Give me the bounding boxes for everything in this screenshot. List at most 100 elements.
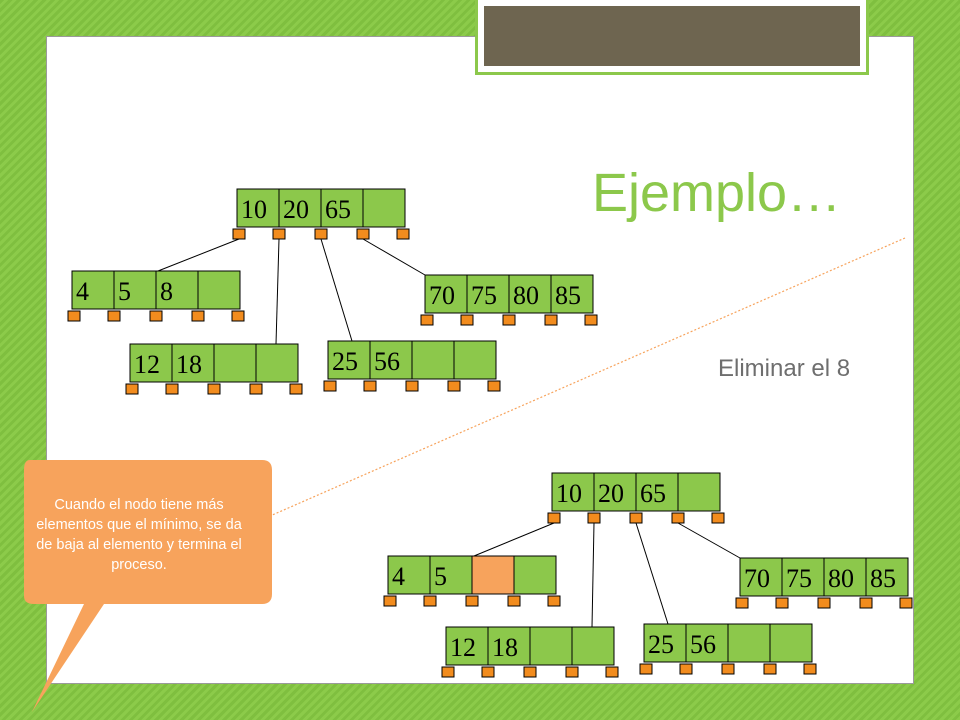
after-child-2-pointer-3 (763, 663, 777, 675)
after-child-1-pointer-3 (565, 666, 579, 678)
after-child-3-key-1: 75 (786, 564, 812, 593)
before-child-1-pointer-2 (207, 383, 221, 395)
page-title: Ejemplo… (592, 163, 842, 223)
before-child-0-pointer-4 (231, 310, 245, 322)
before-child-3-cell-3 (550, 274, 594, 314)
before-child-2-pointer-4 (487, 380, 501, 392)
before-root-key-1: 20 (283, 195, 309, 224)
after-child-3-key-3: 85 (870, 564, 896, 593)
after-child-1-pointer-0 (441, 666, 455, 678)
subtitle-eliminar: Eliminar el 8 (718, 355, 851, 382)
after-root-key-1: 20 (598, 479, 624, 508)
before-child-1-cell-0 (129, 343, 173, 383)
before-child-0-pointer-0 (67, 310, 81, 322)
after-child-0-pointer-1 (423, 595, 437, 607)
before-root-key-2: 65 (325, 195, 351, 224)
after-child-3-cell-2 (823, 557, 867, 597)
after-child-1-cell-2 (529, 626, 573, 666)
before-child-2-cell-3 (453, 340, 497, 380)
after-child-1-cell-1 (487, 626, 531, 666)
after-root-cell-0 (551, 472, 595, 512)
after-root-pointer-1 (587, 512, 601, 524)
before-child-1-pointer-1 (165, 383, 179, 395)
after-child-0-pointer-3 (507, 595, 521, 607)
after-child-2-cell-1 (685, 623, 729, 663)
before-edge-1 (275, 238, 280, 345)
after-child-0-pointer-4 (547, 595, 561, 607)
after-child-0-pointer-0 (383, 595, 397, 607)
after-root-key-0: 10 (556, 479, 582, 508)
after-child-3-pointer-0 (735, 597, 749, 609)
after-child-1-pointer-4 (605, 666, 619, 678)
after-child-2-pointer-0 (639, 663, 653, 675)
before-child-0-key-2: 8 (160, 277, 173, 306)
before-child-2-pointer-2 (405, 380, 419, 392)
after-edges (473, 522, 741, 628)
after-child-0-cell-2 (471, 555, 515, 595)
before-child-2-key-1: 56 (374, 347, 400, 376)
before-root-pointer-3 (356, 228, 370, 240)
before-child-3-key-0: 70 (429, 281, 455, 310)
after-child-3-key-2: 80 (828, 564, 854, 593)
before-child-3-key-1: 75 (471, 281, 497, 310)
before-child-0-pointer-1 (107, 310, 121, 322)
after-child-0-cell-0 (387, 555, 431, 595)
before-child-0-pointer-3 (191, 310, 205, 322)
after-root-cell-3 (677, 472, 721, 512)
after-child-1-key-1: 18 (492, 633, 518, 662)
after-child-2-cell-0 (643, 623, 687, 663)
callout-bubble (24, 460, 272, 712)
before-child-3-key-2: 80 (513, 281, 539, 310)
before-root-cell-2 (320, 188, 364, 228)
after-child-0-cell-3 (513, 555, 557, 595)
after-child-3-cell-0 (739, 557, 783, 597)
after-child-1-pointer-1 (481, 666, 495, 678)
before-child-0-cell-3 (197, 270, 241, 310)
before-edges (157, 238, 426, 345)
after-root-pointer-4 (711, 512, 725, 524)
after-child-2-pointer-2 (721, 663, 735, 675)
before-child-1-pointer-0 (125, 383, 139, 395)
before-child-1-cell-3 (255, 343, 299, 383)
after-child-3-cell-3 (865, 557, 909, 597)
before-edge-3 (362, 238, 426, 276)
after-root-key-2: 65 (640, 479, 666, 508)
after-child-3-pointer-2 (817, 597, 831, 609)
title-tab-decoration (475, 0, 869, 75)
before-child-1-key-0: 12 (134, 350, 160, 379)
after-child-0-key-0: 4 (392, 562, 405, 591)
before-child-2-pointer-1 (363, 380, 377, 392)
before-child-1-cell-1 (171, 343, 215, 383)
after-child-0-pointer-2 (465, 595, 479, 607)
before-root-pointer-0 (232, 228, 246, 240)
before-child-3-pointer-3 (544, 314, 558, 326)
before-child-2-cell-0 (327, 340, 371, 380)
after-child-1-cell-0 (445, 626, 489, 666)
before-child-0-key-0: 4 (76, 277, 89, 306)
after-edge-3 (677, 522, 741, 559)
before-edge-2 (320, 238, 353, 342)
after-child-2-pointer-1 (679, 663, 693, 675)
before-edge-0 (157, 238, 240, 272)
before-root-pointer-1 (272, 228, 286, 240)
before-child-3-pointer-1 (460, 314, 474, 326)
before-root-cell-3 (362, 188, 406, 228)
after-child-3-pointer-4 (899, 597, 913, 609)
after-child-1-cell-3 (571, 626, 615, 666)
after-child-3-pointer-3 (859, 597, 873, 609)
before-child-3-cell-1 (466, 274, 510, 314)
after-root-pointer-0 (547, 512, 561, 524)
after-root-pointer-3 (671, 512, 685, 524)
before-child-2-cell-2 (411, 340, 455, 380)
after-edge-0 (473, 522, 555, 557)
before-root-key-0: 10 (241, 195, 267, 224)
after-child-0-key-1: 5 (434, 562, 447, 591)
after-child-1-pointer-2 (523, 666, 537, 678)
before-child-2-cell-1 (369, 340, 413, 380)
after-child-2-cell-2 (727, 623, 771, 663)
before-child-3-pointer-2 (502, 314, 516, 326)
after-root-pointer-2 (629, 512, 643, 524)
